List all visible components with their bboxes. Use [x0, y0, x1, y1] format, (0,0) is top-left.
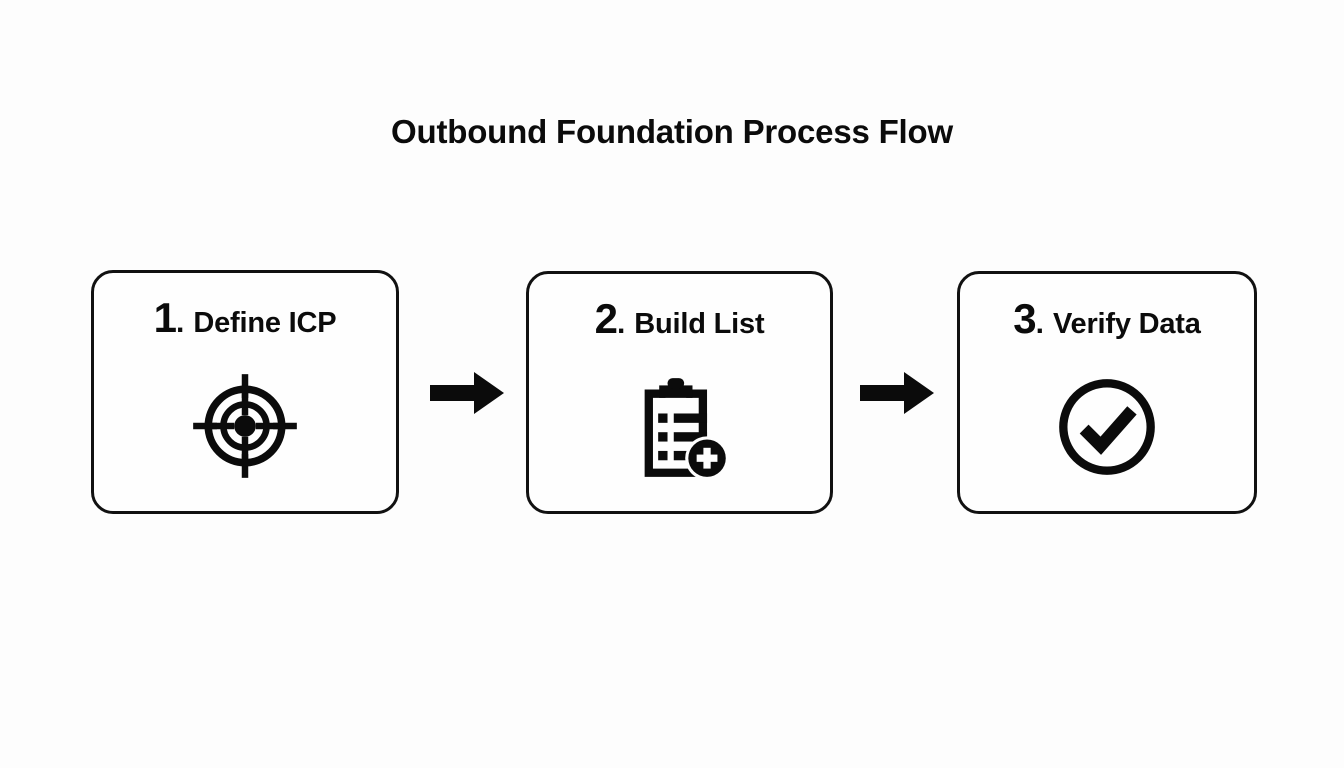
- step-1-number: 1: [153, 294, 177, 341]
- step-1-icon-wrap: [94, 371, 396, 481]
- crosshair-target-icon: [193, 374, 297, 478]
- step-3-number: 3: [1013, 295, 1036, 342]
- step-2-separator: .: [616, 307, 626, 340]
- step-3-separator: .: [1035, 307, 1044, 340]
- step-card-3[interactable]: 3 . Verify Data: [957, 271, 1257, 514]
- step-2-icon-wrap: [529, 372, 830, 482]
- right-arrow-icon: [430, 372, 504, 414]
- clipboard-add-list-icon: [644, 378, 729, 479]
- check-circle-icon: [1059, 379, 1155, 475]
- step-3-icon-wrap: [960, 372, 1254, 482]
- step-card-2[interactable]: 2 . Build List: [526, 271, 833, 514]
- step-card-1[interactable]: 1 . Define ICP: [91, 270, 399, 514]
- page-title: Outbound Foundation Process Flow: [391, 113, 953, 150]
- arrow-step2-to-step3: [860, 368, 936, 418]
- step-3-label: Verify Data: [1052, 308, 1201, 340]
- step-2-label: Build List: [634, 308, 765, 340]
- step-2-header: 2 . Build List: [529, 298, 830, 345]
- step-3-header: 3 . Verify Data: [960, 298, 1254, 345]
- arrow-step1-to-step2: [430, 368, 506, 418]
- step-2-number: 2: [594, 295, 618, 342]
- step-1-separator: .: [175, 306, 185, 339]
- step-1-header: 1 . Define ICP: [94, 297, 396, 344]
- step-1-label: Define ICP: [193, 307, 337, 339]
- right-arrow-icon: [860, 372, 934, 414]
